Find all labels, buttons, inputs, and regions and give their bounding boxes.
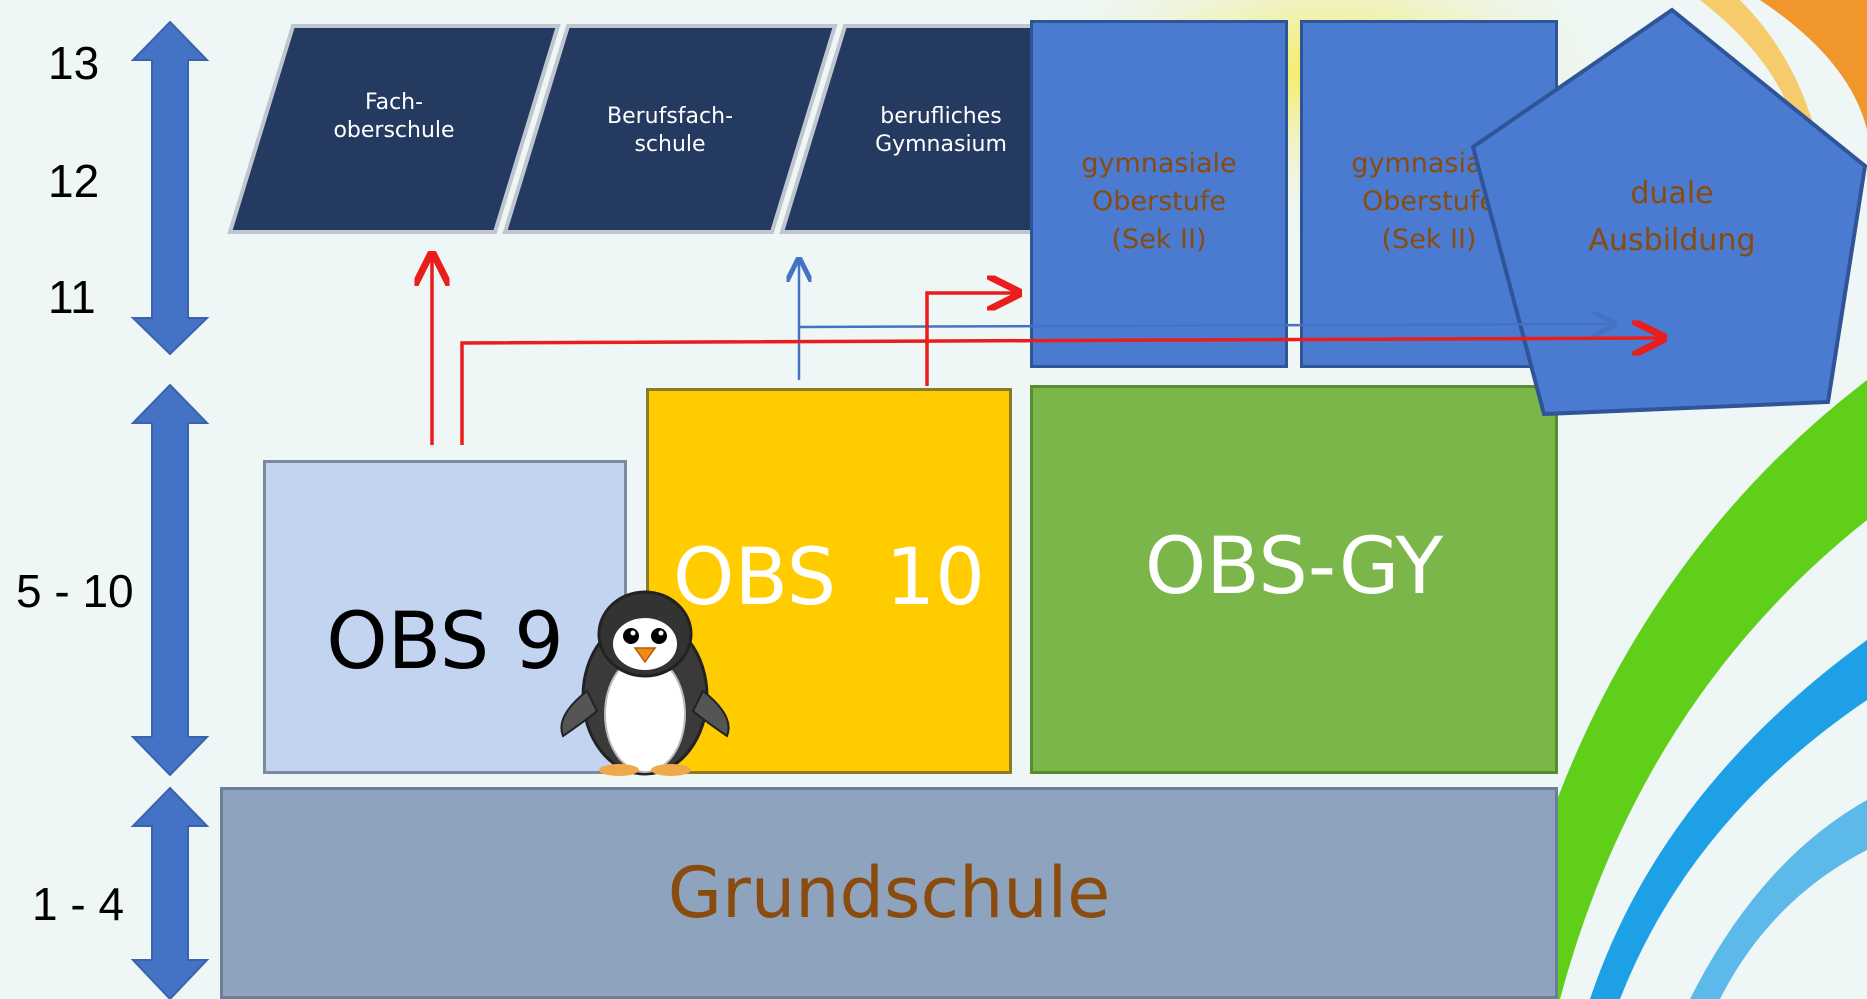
grundschule-box: Grundschule [220, 787, 1558, 999]
obs9-label: OBS 9 [326, 597, 564, 687]
obs10-label: OBS 10 [673, 533, 985, 623]
grade-label-11: 11 [48, 271, 96, 323]
grade-label-13: 13 [48, 37, 100, 89]
duale-line1: duale [1630, 176, 1714, 211]
obs10-box: OBS 10 [646, 388, 1012, 774]
duale-ausbildung-pentagon [1470, 7, 1867, 417]
arrow-grades-5-10 [130, 383, 210, 777]
oberstufe-1-line2: Oberstufe [1092, 186, 1226, 217]
duale-ausbildung-label: duale Ausbildung [1560, 170, 1784, 264]
arrow-grades-11-13 [130, 20, 210, 356]
fachoberschule-label-line2: oberschule [333, 118, 454, 143]
berufliches-gymnasium-label-line1: berufliches [880, 104, 1002, 129]
berufsfachschule-label-line1: Berufsfach- [607, 104, 733, 129]
upper-vocational-tracks: Fach- oberschule Berufsfach- schule beru… [227, 24, 1042, 234]
obsgy-label: OBS-GY [1144, 522, 1444, 612]
berufsfachschule-label-line2: schule [634, 132, 705, 157]
grundschule-label: Grundschule [667, 852, 1111, 934]
red-arrow-to-oberstufe [925, 293, 1015, 386]
fachoberschule-label-line1: Fach- [365, 90, 423, 115]
grade-label-1-4: 1 - 4 [32, 878, 125, 930]
duale-line2: Ausbildung [1588, 223, 1756, 258]
grade-range-arrows [130, 20, 210, 999]
berufsfachschule-shape [502, 24, 838, 234]
oberstufe-1-line1: gymnasiale [1081, 148, 1237, 179]
oberstufe-1-line3: (Sek II) [1111, 224, 1207, 255]
fachoberschule-shape [227, 24, 561, 234]
blue-arrow-right [798, 324, 1612, 327]
penguin-mascot [560, 590, 730, 776]
grade-label-5-10: 5 - 10 [16, 565, 134, 617]
oberstufe-2-line3: (Sek II) [1381, 224, 1477, 255]
red-arrow-to-duale [460, 338, 1660, 445]
gymnasiale-oberstufe-box-1: gymnasiale Oberstufe (Sek II) [1030, 20, 1288, 368]
arrow-grades-1-4 [130, 786, 210, 999]
berufliches-gymnasium-label-line2: Gymnasium [875, 132, 1007, 157]
oberstufe-2-line2: Oberstufe [1362, 186, 1496, 217]
grade-label-12: 12 [48, 155, 100, 207]
obsgy-box: OBS-GY [1030, 385, 1558, 774]
